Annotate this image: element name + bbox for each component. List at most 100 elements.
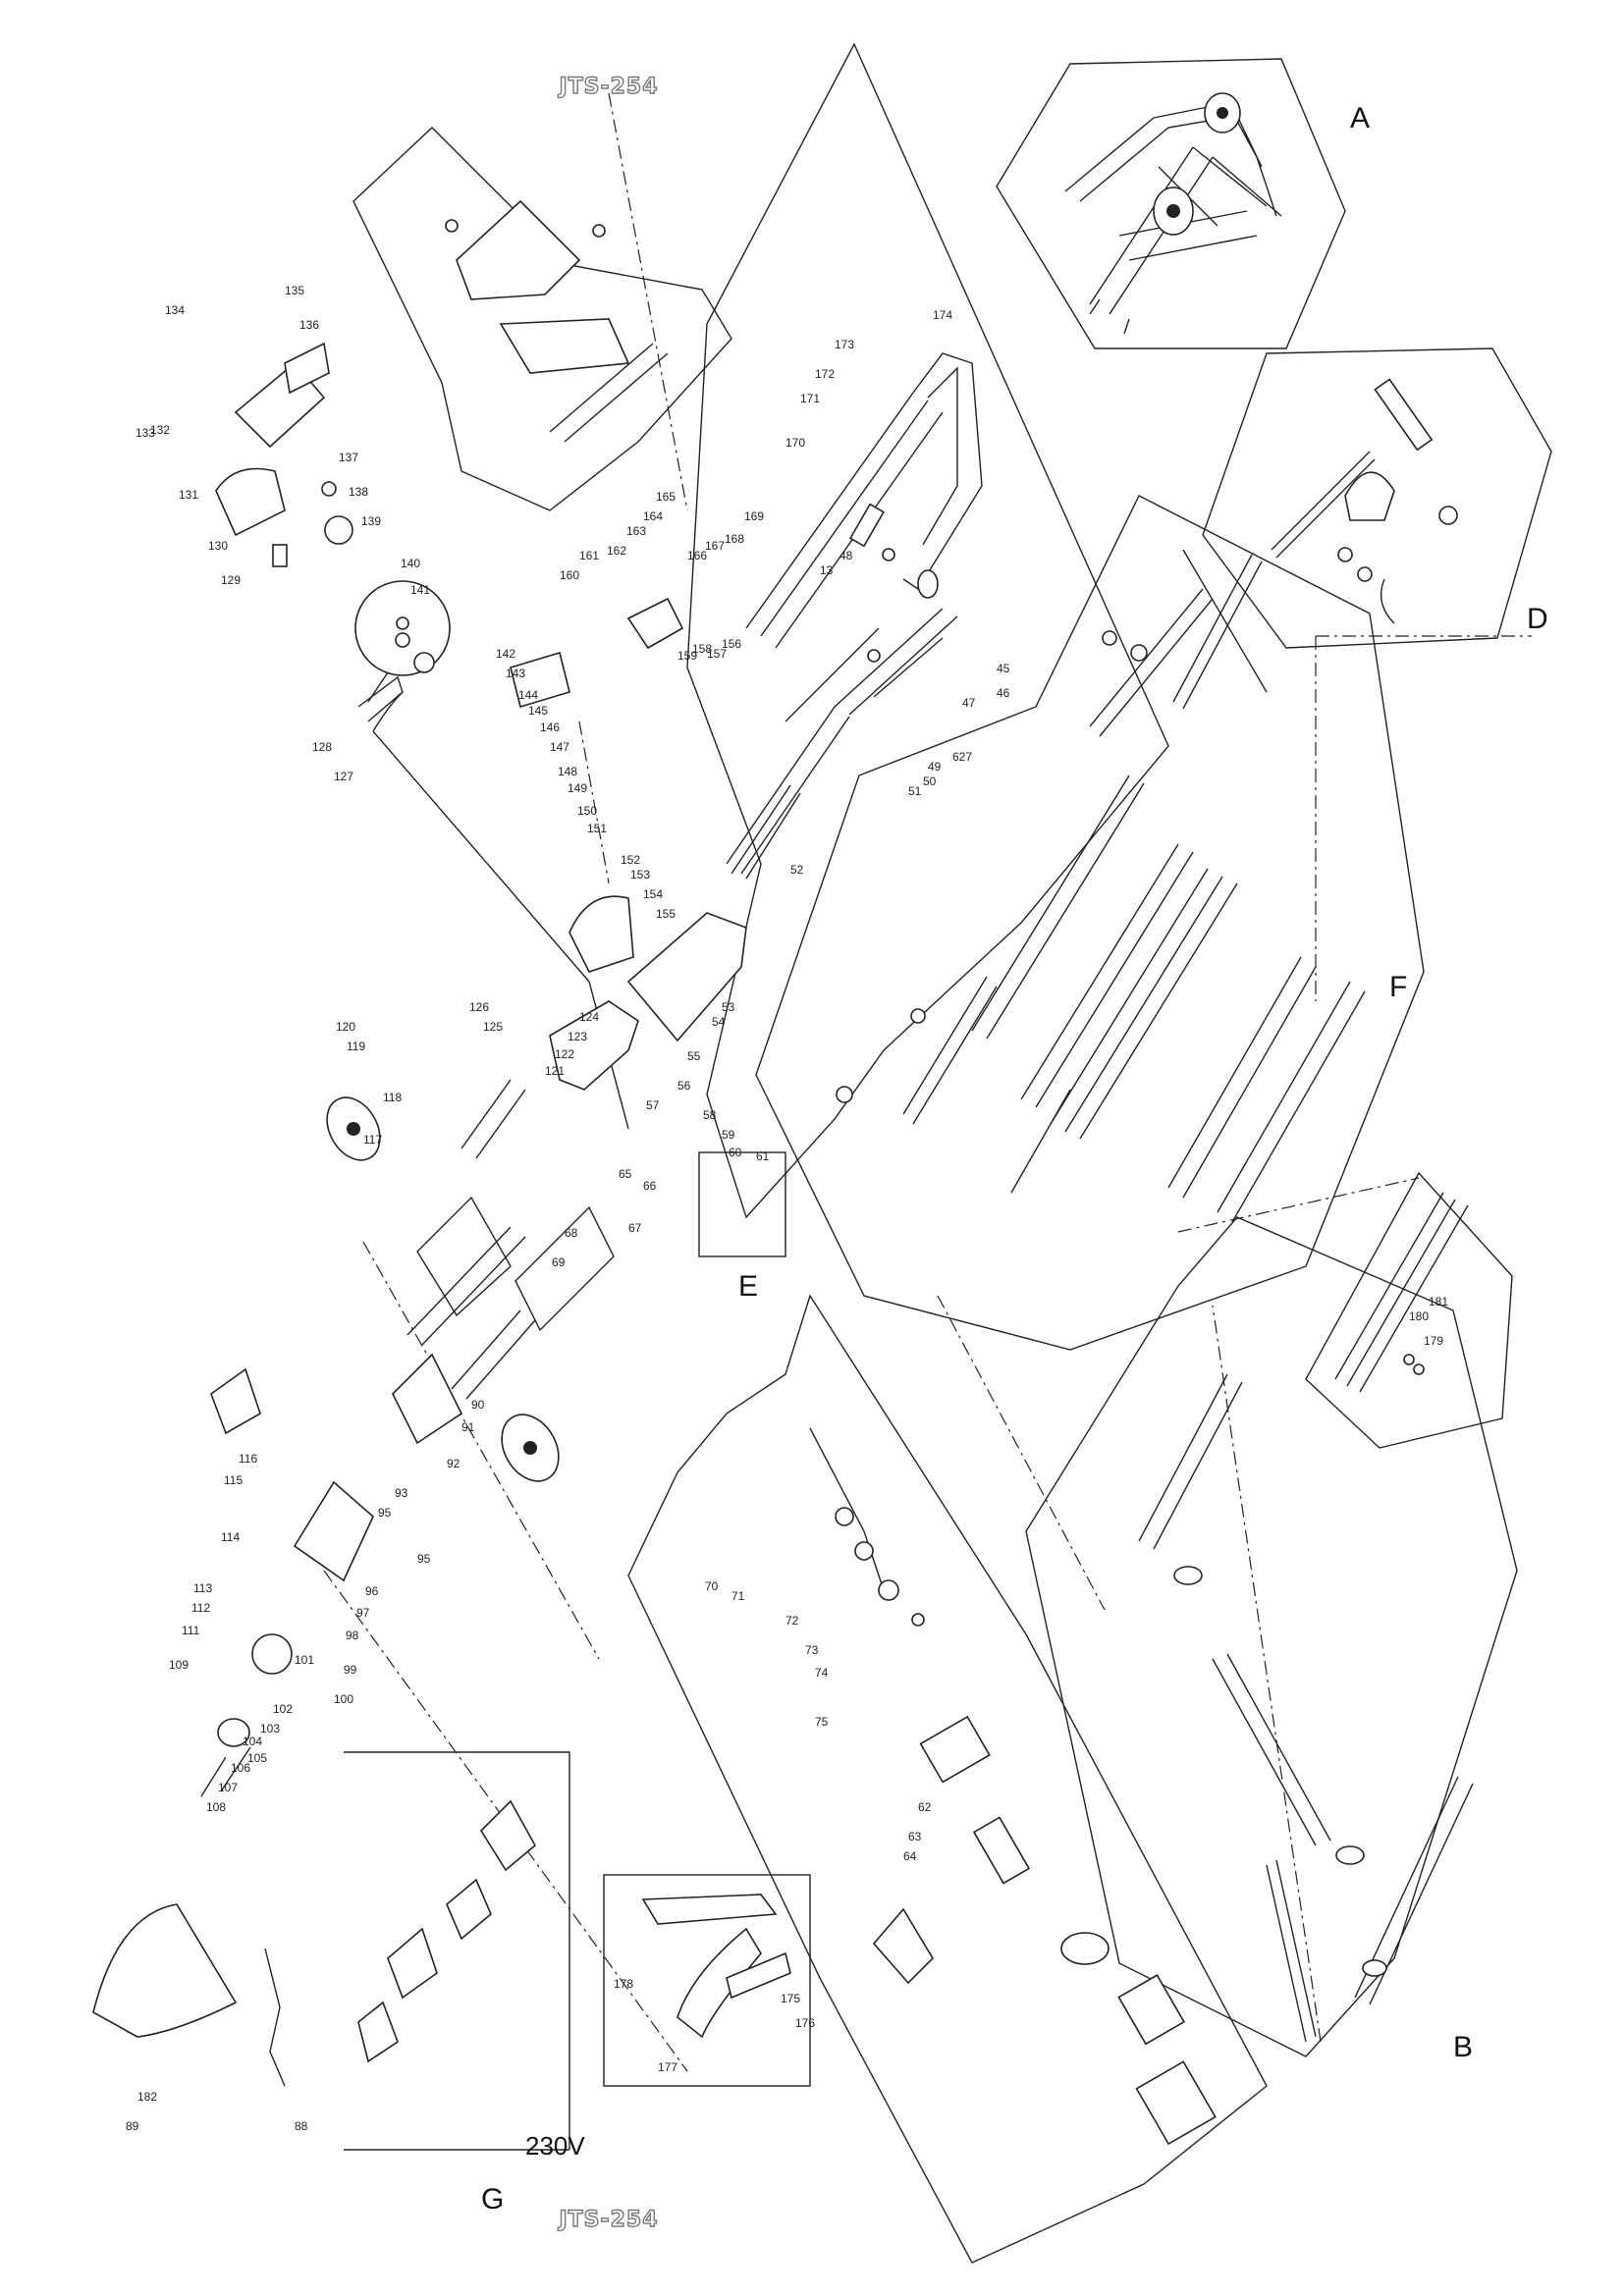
- part-number-164: 164: [643, 509, 663, 523]
- part-number-126: 126: [469, 1000, 489, 1014]
- part-number-176: 176: [795, 2016, 815, 2030]
- part-number-108: 108: [206, 1800, 226, 1814]
- trunnion-bracket: [549, 1000, 639, 1091]
- part-number-53: 53: [722, 1000, 735, 1014]
- anti-kickback-pawl: [272, 544, 288, 567]
- group-label-a: A: [1350, 102, 1370, 134]
- part-number-169: 169: [744, 509, 764, 523]
- part-number-95-upper: 95: [378, 1506, 392, 1520]
- handle-bracket: [848, 503, 886, 548]
- part-number-179: 179: [1424, 1334, 1443, 1348]
- outline-group-a: [996, 58, 1346, 349]
- part-number-106: 106: [231, 1761, 250, 1775]
- blade-support-plate: [568, 895, 634, 973]
- part-number-153: 153: [630, 868, 650, 881]
- part-number-60: 60: [729, 1146, 742, 1159]
- part-number-165: 165: [656, 490, 676, 504]
- part-number-181: 181: [1429, 1295, 1448, 1308]
- part-number-161: 161: [579, 549, 599, 562]
- switch-cover: [387, 1927, 438, 2000]
- part-number-150: 150: [577, 804, 597, 818]
- group-label-g: G: [481, 2183, 504, 2216]
- part-number-114: 114: [221, 1530, 240, 1544]
- guard-lower-housing: [215, 467, 286, 537]
- part-number-111: 111: [182, 1624, 200, 1637]
- part-number-160: 160: [560, 568, 579, 582]
- part-number-140: 140: [401, 557, 420, 570]
- part-number-102: 102: [273, 1702, 293, 1716]
- folding-stand-drawing: [1064, 92, 1282, 335]
- switch-housing: [479, 1799, 537, 1872]
- side-cover: [210, 1367, 261, 1435]
- part-number-177: 177: [658, 2060, 677, 2074]
- part-number-144: 144: [518, 688, 538, 702]
- group-label-e: E: [738, 1270, 758, 1303]
- outline-stand-frame: [686, 42, 1169, 1219]
- part-number-91: 91: [461, 1420, 475, 1434]
- motor-assembly-drawing: [809, 1427, 1217, 2146]
- blade-flange-inner: [324, 515, 353, 545]
- part-number-46: 46: [997, 686, 1010, 700]
- handle-end-cap: [917, 569, 939, 599]
- part-number-136: 136: [299, 318, 319, 332]
- blade-flange-assembly: [251, 1633, 293, 1675]
- part-number-113: 113: [193, 1581, 212, 1595]
- part-number-75: 75: [815, 1715, 829, 1729]
- outline-group-aux-rail: [1305, 1171, 1513, 1449]
- part-number-124: 124: [579, 1010, 599, 1024]
- part-number-148: 148: [558, 765, 577, 778]
- part-number-89: 89: [126, 2119, 139, 2133]
- part-number-118: 118: [383, 1091, 402, 1104]
- part-number-142: 142: [496, 647, 515, 661]
- part-number-122: 122: [555, 1047, 574, 1061]
- carriage-frame: [626, 912, 747, 1042]
- mitre-gauge-protractor: [1344, 471, 1395, 521]
- part-number-145: 145: [528, 704, 548, 718]
- part-number-182: 182: [137, 2090, 157, 2104]
- part-number-59: 59: [722, 1128, 735, 1142]
- group-label-f: F: [1389, 971, 1407, 1003]
- part-number-149: 149: [568, 781, 587, 795]
- part-number-70: 70: [705, 1579, 719, 1593]
- part-number-68: 68: [565, 1226, 578, 1240]
- part-number-107: 107: [218, 1781, 238, 1794]
- part-number-67: 67: [628, 1221, 642, 1235]
- part-number-132: 132: [150, 423, 170, 437]
- assembly-lines: [323, 92, 1532, 2151]
- outline-group-f: [755, 495, 1425, 1351]
- part-number-152: 152: [621, 853, 640, 867]
- guard-top-plate: [284, 342, 330, 395]
- part-number-55: 55: [687, 1049, 701, 1063]
- part-number-158: 158: [692, 642, 712, 656]
- group-outlines: [344, 42, 1552, 2264]
- motor-bracket: [919, 1715, 991, 1784]
- part-number-47: 47: [962, 696, 976, 710]
- bearing-plate: [217, 1718, 250, 1747]
- part-number-129: 129: [221, 573, 241, 587]
- stand-frame-drawing: [626, 352, 983, 880]
- bracket-plate: [626, 597, 684, 650]
- part-number-50: 50: [923, 774, 937, 788]
- part-number-112: 112: [191, 1601, 210, 1615]
- part-number-131: 131: [179, 488, 198, 502]
- part-number-64: 64: [903, 1849, 917, 1863]
- part-number-175: 175: [781, 1992, 800, 2005]
- part-number-90: 90: [471, 1398, 485, 1412]
- part-number-97: 97: [356, 1606, 370, 1620]
- part-number-180: 180: [1409, 1309, 1429, 1323]
- part-number-127: 127: [334, 770, 353, 783]
- part-number-121: 121: [545, 1064, 565, 1078]
- part-number-callouts: 13 45 46 47 48 49 50 51 52 53 54 55 56 5…: [126, 284, 1448, 2133]
- guard-mount-plate: [499, 318, 630, 374]
- part-number-101: 101: [295, 1653, 314, 1667]
- part-number-154: 154: [643, 887, 663, 901]
- part-number-157: 157: [707, 647, 727, 661]
- cabinet-side-panel: [392, 1353, 463, 1445]
- part-number-137: 137: [339, 451, 358, 464]
- part-number-627: 627: [952, 750, 972, 764]
- part-number-61: 61: [756, 1149, 770, 1163]
- part-number-174: 174: [933, 308, 952, 322]
- part-number-135: 135: [285, 284, 304, 297]
- part-number-117: 117: [363, 1133, 382, 1147]
- part-number-13: 13: [820, 563, 834, 577]
